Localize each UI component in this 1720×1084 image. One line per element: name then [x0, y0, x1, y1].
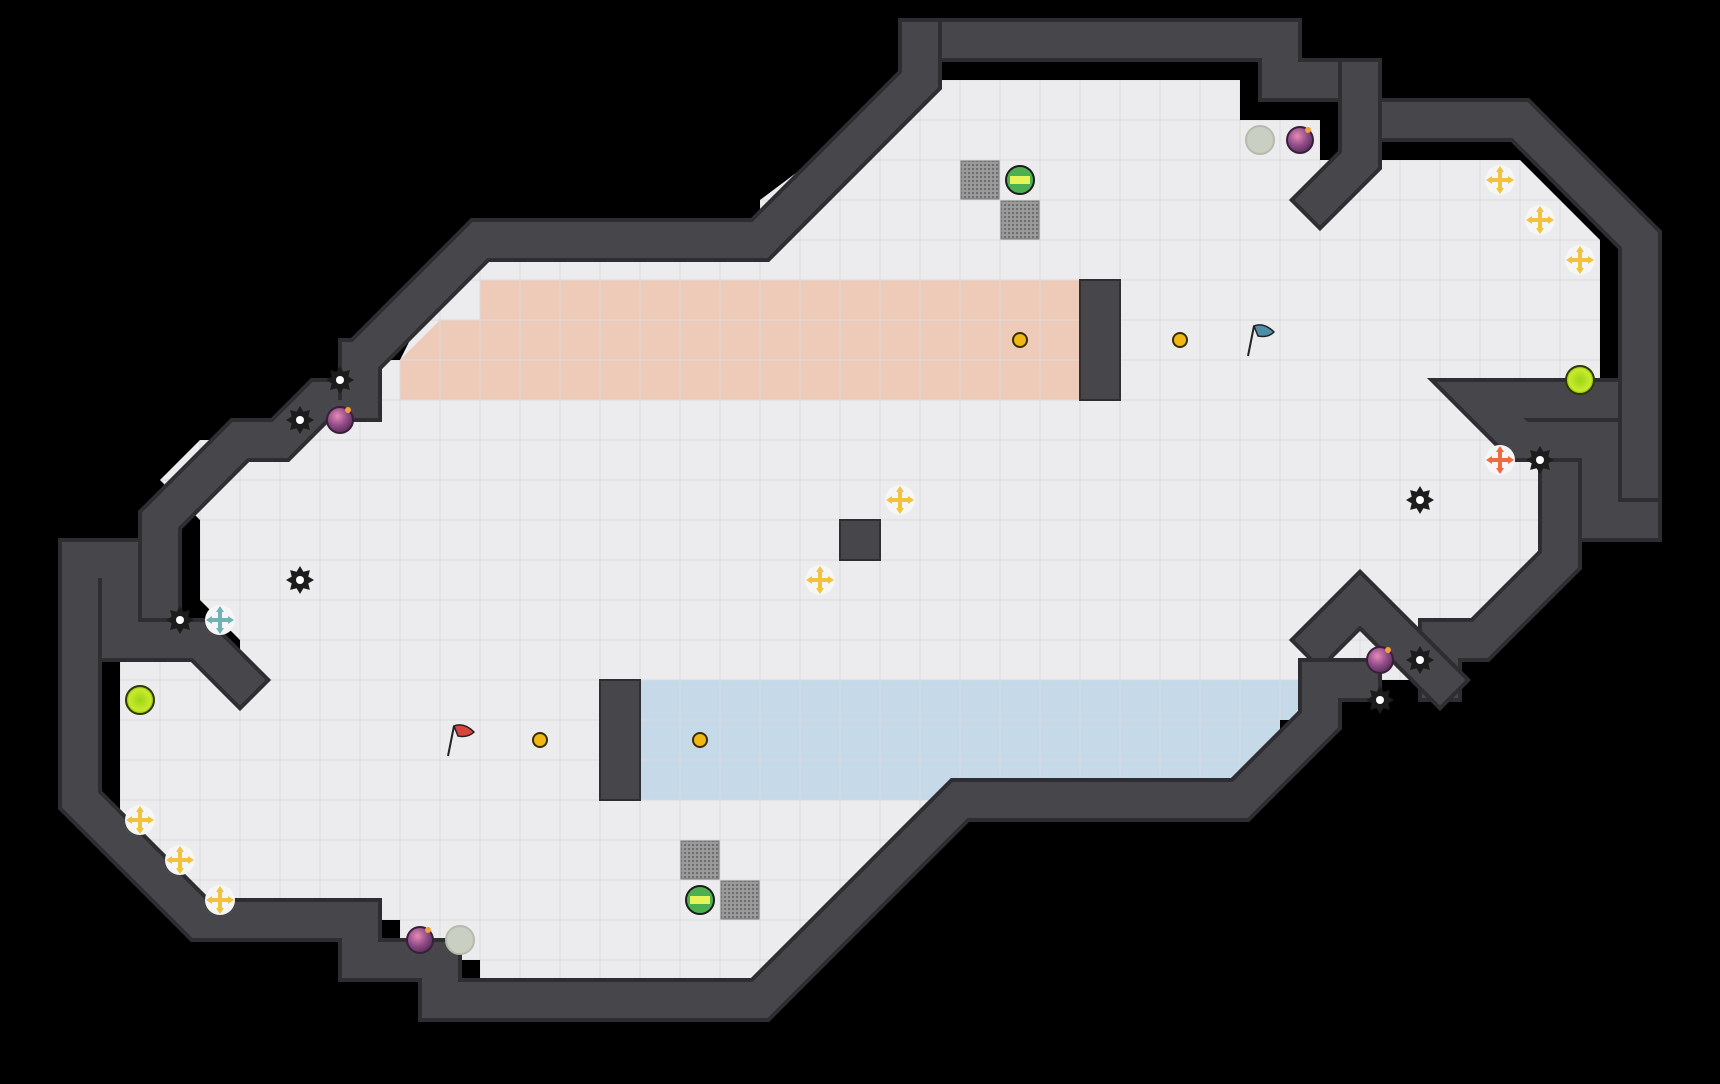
powerup-body [1565, 365, 1595, 395]
boost-arrows [206, 606, 234, 634]
spike-icon [286, 566, 314, 594]
bomb-fuse [425, 927, 431, 933]
wall-block-red-base [1079, 279, 1121, 401]
wall-segment-4 [62, 542, 1378, 1018]
pellet-icon [1012, 332, 1028, 348]
jukejuice-icon [685, 885, 715, 915]
spike-icon [1526, 446, 1554, 474]
boost-icon [1485, 165, 1515, 195]
portal-icon [1245, 125, 1275, 155]
jukejuice-icon [1005, 165, 1035, 195]
boost-icon [205, 605, 235, 635]
spike-center [1416, 656, 1424, 664]
boost-arrows [166, 846, 194, 874]
spike-center [1376, 696, 1384, 704]
boost-icon [1565, 245, 1595, 275]
flag-cloth [1253, 324, 1276, 338]
powerup-body [125, 685, 155, 715]
spike-icon [286, 406, 314, 434]
spike-center [1536, 456, 1544, 464]
wall-block-center [839, 519, 881, 561]
boost-arrows [1486, 446, 1514, 474]
flag-pole [447, 725, 455, 757]
bomb-icon [406, 926, 434, 954]
bomb-body [1286, 126, 1314, 154]
pellet-icon [532, 732, 548, 748]
boost-icon [165, 845, 195, 875]
bomb-body [326, 406, 354, 434]
blue-flag-icon [1247, 324, 1276, 357]
bomb-fuse [1305, 127, 1311, 133]
boost-arrows [126, 806, 154, 834]
gate-icon [1000, 200, 1040, 240]
boost-arrows [1526, 206, 1554, 234]
powerup-icon [1565, 365, 1595, 395]
boost-icon [805, 565, 835, 595]
red-flag-icon [447, 724, 476, 757]
spike-icon [1366, 686, 1394, 714]
flag-cloth [453, 724, 476, 738]
gate-icon [680, 840, 720, 880]
spike-icon [1406, 486, 1434, 514]
bomb-icon [326, 406, 354, 434]
pellet-icon [692, 732, 708, 748]
boost-arrows [886, 486, 914, 514]
spike-center [336, 376, 344, 384]
bomb-body [406, 926, 434, 954]
spike-icon [1406, 646, 1434, 674]
pellet-icon [1172, 332, 1188, 348]
bomb-fuse [1385, 647, 1391, 653]
boost-arrows [806, 566, 834, 594]
boost-icon [885, 485, 915, 515]
boost-arrows [1566, 246, 1594, 274]
bomb-fuse [345, 407, 351, 413]
wall-segment-7 [1294, 62, 1378, 226]
spike-center [176, 616, 184, 624]
gate-icon [720, 880, 760, 920]
juke-stripe [1010, 176, 1030, 184]
gate-icon [960, 160, 1000, 200]
boost-icon [1525, 205, 1555, 235]
spike-center [296, 416, 304, 424]
tiles [125, 125, 1595, 955]
spike-icon [326, 366, 354, 394]
portal-icon [445, 925, 475, 955]
spike-center [1416, 496, 1424, 504]
wall-segment-6 [342, 22, 938, 400]
boost-arrows [1486, 166, 1514, 194]
bomb-icon [1366, 646, 1394, 674]
powerup-icon [125, 685, 155, 715]
juke-stripe [690, 896, 710, 904]
boost-icon [125, 805, 155, 835]
wall-block-blue-base [599, 679, 641, 801]
flag-pole [1247, 325, 1255, 357]
spike-center [296, 576, 304, 584]
wall-segment-1 [1436, 382, 1658, 538]
boost-icon [1485, 445, 1515, 475]
spike-icon [166, 606, 194, 634]
boost-arrows [206, 886, 234, 914]
wall-segment-5 [142, 382, 378, 618]
bomb-body [1366, 646, 1394, 674]
boost-icon [205, 885, 235, 915]
bomb-icon [1286, 126, 1314, 154]
